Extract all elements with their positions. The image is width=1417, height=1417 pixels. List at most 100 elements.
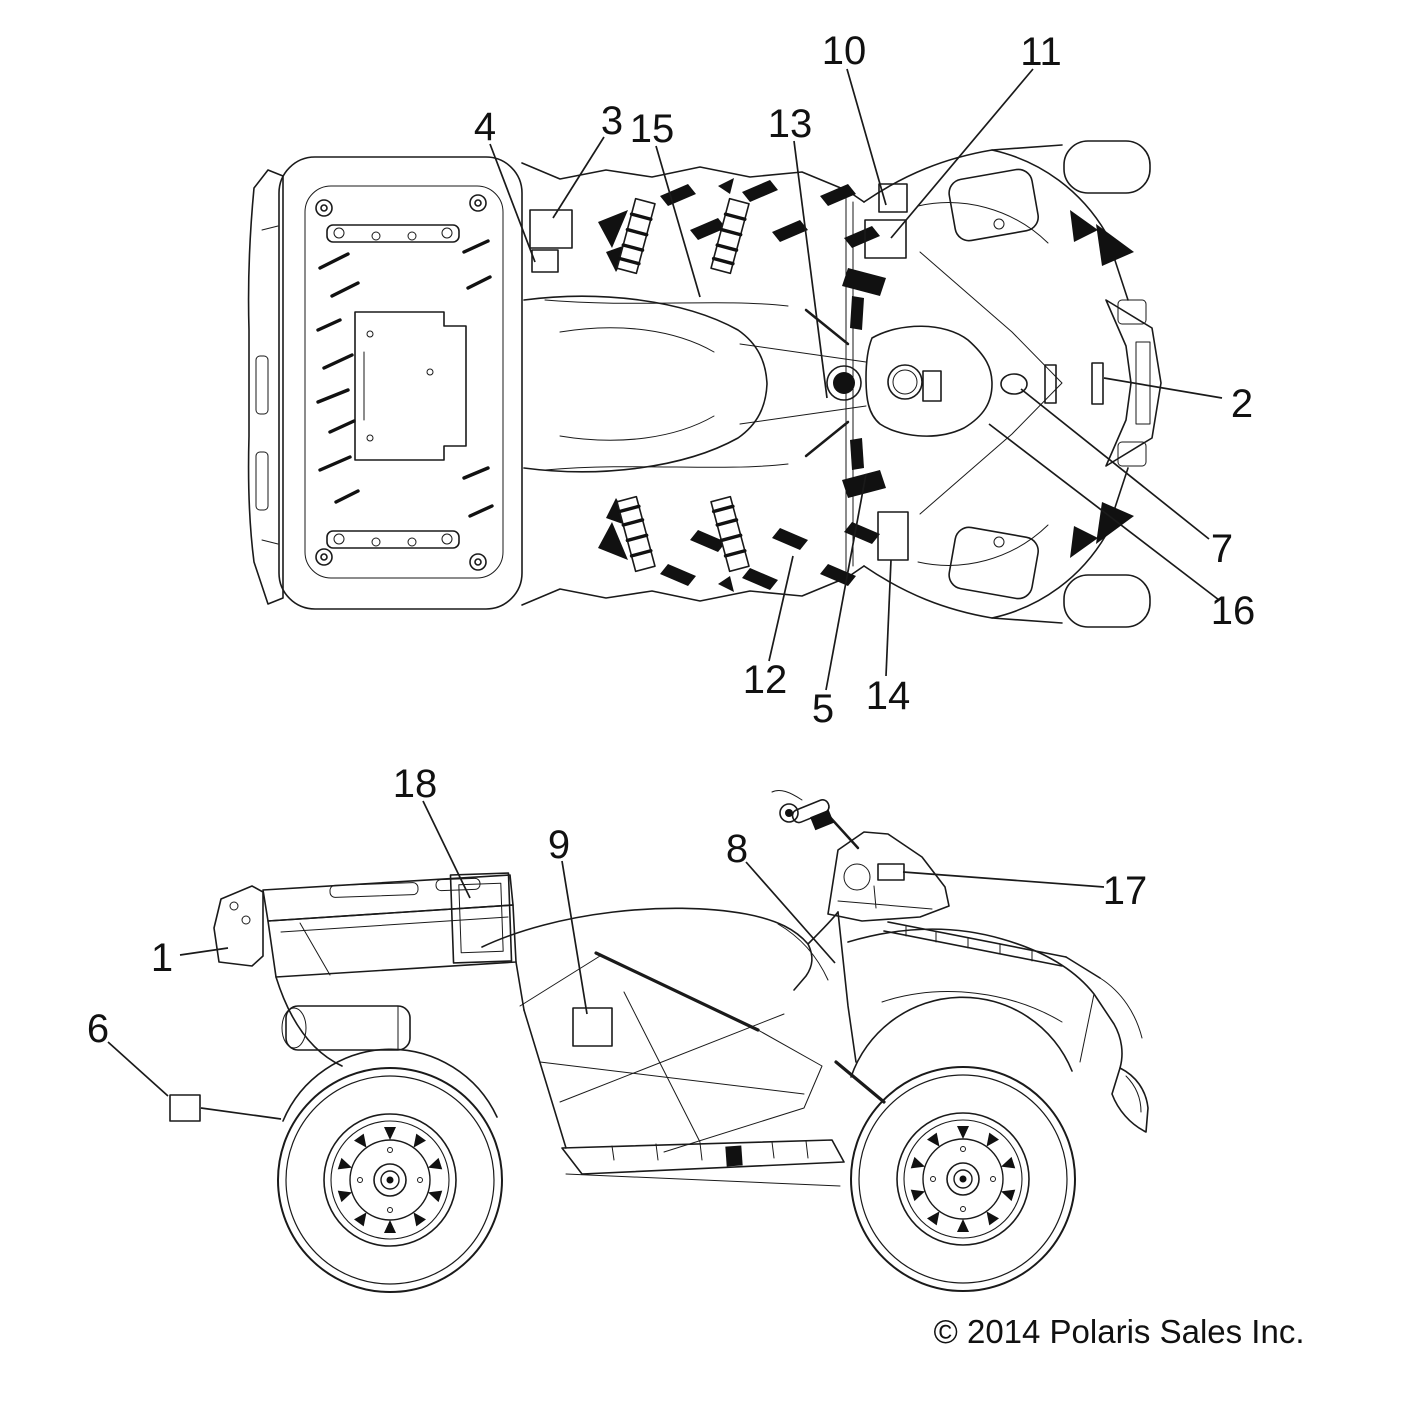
- callout-6-number: 6: [87, 1007, 109, 1051]
- fuel-tank-pod: [865, 325, 993, 437]
- callout-12-leader-line: [768, 555, 794, 662]
- callout-8: 8: [726, 827, 836, 964]
- front-tire-right-top-view: [1063, 574, 1151, 628]
- callout-16-leader-line: [988, 423, 1220, 601]
- callout-10-number: 10: [822, 29, 867, 73]
- callout-11-leader-line: [890, 68, 1034, 239]
- rack-riser-18: [449, 872, 513, 964]
- callout-2-number: 2: [1231, 382, 1253, 426]
- decal-locations-top-view: [529, 183, 1104, 561]
- callout-16-number: 16: [1211, 589, 1256, 633]
- callout-3-number: 3: [601, 99, 623, 143]
- callout-10-leader-line: [846, 68, 887, 206]
- callout-18-number: 18: [393, 762, 438, 806]
- front-bumper-top-view: [1105, 299, 1162, 467]
- copyright-notice: © 2014 Polaris Sales Inc.: [933, 1313, 1304, 1350]
- rear-wheel: [277, 1067, 503, 1293]
- decal-oval-7: [1000, 373, 1028, 395]
- footboard-side-view: [561, 1139, 845, 1187]
- front-body-top-view: [863, 140, 1162, 628]
- rear-bumper-top-view: [247, 169, 284, 605]
- callout-6: 6: [87, 1007, 282, 1120]
- decal-rect-9: [572, 1007, 613, 1047]
- callout-17: 17: [902, 869, 1148, 913]
- decal-rect-17: [877, 863, 905, 881]
- callout-12-number: 12: [743, 658, 788, 702]
- callout-5-number: 5: [812, 687, 834, 731]
- handlebar-side-view: [771, 789, 860, 850]
- callout-15-number: 15: [630, 107, 675, 151]
- callout-14: 14: [866, 559, 911, 718]
- callout-8-leader-line: [745, 861, 836, 964]
- rear-rack-side-view: [262, 872, 567, 1149]
- callout-2-leader-line: [1103, 377, 1223, 399]
- callout-14-leader-line: [885, 559, 892, 677]
- callout-15-leader-line: [655, 145, 701, 298]
- decal-rect-3: [529, 209, 573, 249]
- front-wheel-well: [850, 996, 1073, 1078]
- callout-4-leader-line: [489, 143, 536, 263]
- body-edges-top-view: [521, 162, 865, 606]
- callout-17-leader-line: [902, 871, 1105, 888]
- front-tire-left-top-view: [1063, 140, 1151, 194]
- callout-16: 16: [988, 423, 1256, 633]
- callout-2: 2: [1103, 377, 1253, 426]
- callout-7-leader-line: [1020, 388, 1210, 540]
- callout-11-number: 11: [1020, 30, 1062, 74]
- callout-11: 11: [890, 30, 1062, 239]
- decal-rect-14: [877, 511, 909, 561]
- callout-13-number: 13: [768, 102, 813, 146]
- callout-15: 15: [630, 107, 701, 298]
- callout-7-number: 7: [1211, 527, 1233, 571]
- callout-17-number: 17: [1103, 869, 1148, 913]
- seat-side-view: [481, 907, 813, 1032]
- callout-6-leader-line: [200, 1107, 282, 1120]
- decal-locations-side-view: [169, 863, 905, 1122]
- rear-bumper-side-view: [213, 885, 264, 967]
- front-bumper-side-view: [1099, 977, 1149, 1133]
- footwell-treads-top: [598, 178, 880, 275]
- decal-rect-16: [922, 370, 942, 402]
- callout-1-number: 1: [151, 936, 173, 980]
- side-panel-8: [519, 955, 823, 1153]
- decal-rect-4: [531, 249, 559, 273]
- seat-tunnel-top-view: [523, 295, 867, 473]
- callout-13-leader-line: [793, 140, 828, 399]
- footwell-treads-bottom: [596, 494, 882, 594]
- callout-5: 5: [812, 473, 867, 731]
- front-panel-slot: [1044, 364, 1057, 404]
- decal-rect-6: [169, 1094, 201, 1122]
- callout-1-leader-line: [179, 947, 229, 956]
- decal-rect-11: [864, 219, 907, 259]
- muffler: [281, 1005, 411, 1051]
- rack-hatch-marks: [316, 239, 494, 518]
- callout-7: 7: [1020, 388, 1233, 571]
- top-view-drawing: [247, 140, 1162, 628]
- callout-5-leader-line: [825, 473, 867, 691]
- callout-4: 4: [474, 105, 536, 263]
- headlight-pod: [827, 831, 950, 922]
- callout-13: 13: [768, 102, 828, 399]
- callout-4-number: 4: [474, 105, 496, 149]
- callout-18-leader-line: [422, 800, 471, 899]
- callout-3-leader-line: [552, 136, 605, 219]
- decal-rect-2: [1091, 362, 1104, 405]
- callout-18: 18: [393, 762, 471, 899]
- callout-3: 3: [552, 99, 623, 219]
- decal-rect-10: [878, 183, 908, 213]
- callout-9: 9: [548, 823, 588, 1015]
- callout-14-number: 14: [866, 674, 911, 718]
- callout-12: 12: [743, 555, 794, 702]
- front-fender-side-view: [847, 928, 1123, 1069]
- callout-1: 1: [151, 936, 229, 980]
- side-view-drawing: [169, 789, 1149, 1293]
- callout-6-leader-line: [107, 1041, 169, 1097]
- rear-wheel-well: [282, 1048, 498, 1122]
- callout-9-number: 9: [548, 823, 570, 867]
- fuel-cap: [887, 364, 923, 400]
- callout-9-leader-line: [561, 860, 588, 1015]
- callout-8-number: 8: [726, 827, 748, 871]
